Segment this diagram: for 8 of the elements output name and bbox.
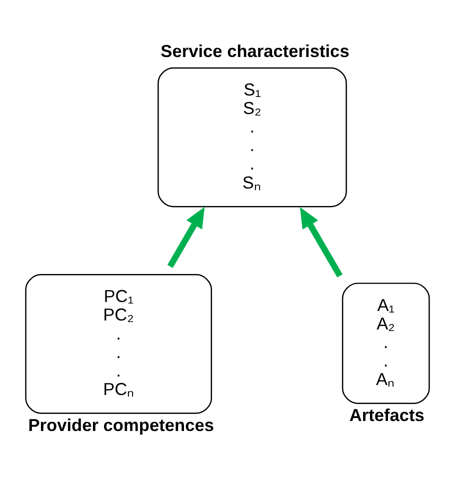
node-box: S₁ S₂ . . . Sₙ xyxy=(158,67,347,208)
node-label: Service characteristics xyxy=(160,41,350,62)
node-box: PC₁ PC₂ . . . PCₙ xyxy=(25,274,212,414)
arrow xyxy=(300,207,343,278)
node-box: A₁ A₂ . . Aₙ xyxy=(342,282,430,404)
arrow xyxy=(167,206,205,268)
node-label: Artefacts xyxy=(349,404,424,425)
node-label: Provider competences xyxy=(28,414,214,435)
